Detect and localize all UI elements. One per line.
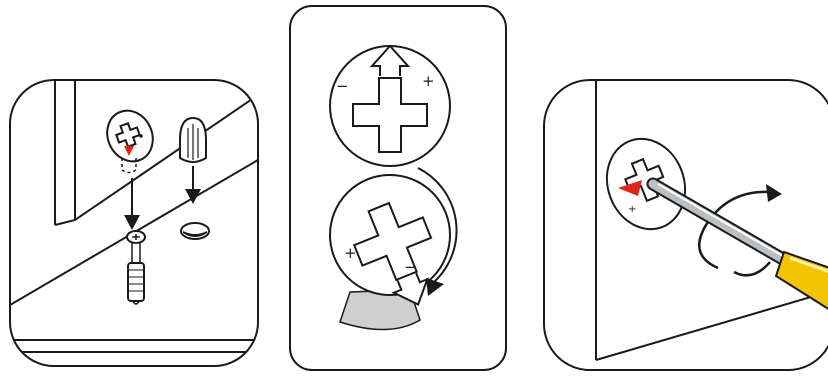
rotate-arrow-icon [417,167,458,296]
insert-cam-dowel-diagram [9,79,259,367]
cam-alignment-diagram: − + + − [289,5,507,371]
arrow-down-icon [124,166,201,230]
tighten-screwdriver-diagram: − + [543,79,828,371]
dowel-icon [179,116,207,163]
cam-lock-icon [106,109,154,174]
screwdriver-icon [646,177,828,312]
top-board-edge [54,94,258,226]
panel-frame [543,79,828,371]
cam-lock-icon: − + [329,44,451,167]
panel-insert-cam-dowel [0,0,270,378]
rotate-arrow-icon [698,184,782,270]
panel-frame [9,79,259,367]
minus-symbol: − [630,158,638,169]
tolerance-sector [339,289,421,331]
plus-symbol: + [628,204,636,215]
minus-symbol: − [336,77,349,95]
panel-cam-alignment: − + + − [286,0,512,378]
minus-symbol: − [404,258,417,276]
panel-tighten-screwdriver: − + [538,0,828,378]
cam-lock-rotated-icon: + − [329,174,451,331]
plus-symbol: + [422,72,435,90]
cam-bolt [126,230,146,305]
plus-symbol: + [344,244,357,262]
